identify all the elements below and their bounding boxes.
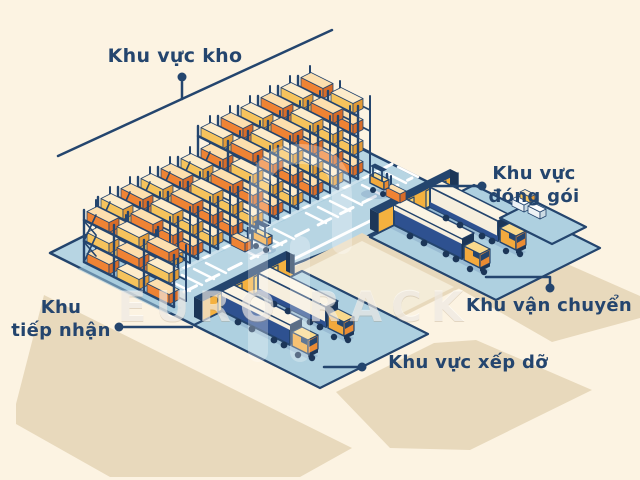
label-receiving-zone: Khu tiếp nhận xyxy=(11,297,111,342)
truck xyxy=(426,180,527,258)
truck xyxy=(390,198,491,276)
shipping-platform xyxy=(498,189,588,246)
storage-racks xyxy=(77,65,371,314)
label-warehouse-zone: Khu vực kho xyxy=(107,45,243,67)
rack-row xyxy=(77,199,187,314)
label-unloading-zone: Khu vực xếp dỡ xyxy=(388,352,548,373)
dock-ground xyxy=(286,233,466,323)
truck xyxy=(218,284,319,362)
watermark-glyph xyxy=(248,144,352,362)
forklifts xyxy=(230,163,407,255)
leader-lines xyxy=(56,28,555,372)
forklift xyxy=(230,219,276,255)
label-packing-zone: Khu vực đóng gói xyxy=(488,163,580,208)
trucks xyxy=(218,180,527,362)
forklift xyxy=(361,163,407,204)
truck xyxy=(254,266,355,344)
label-shipping-zone: Khu vận chuyển xyxy=(465,295,633,316)
